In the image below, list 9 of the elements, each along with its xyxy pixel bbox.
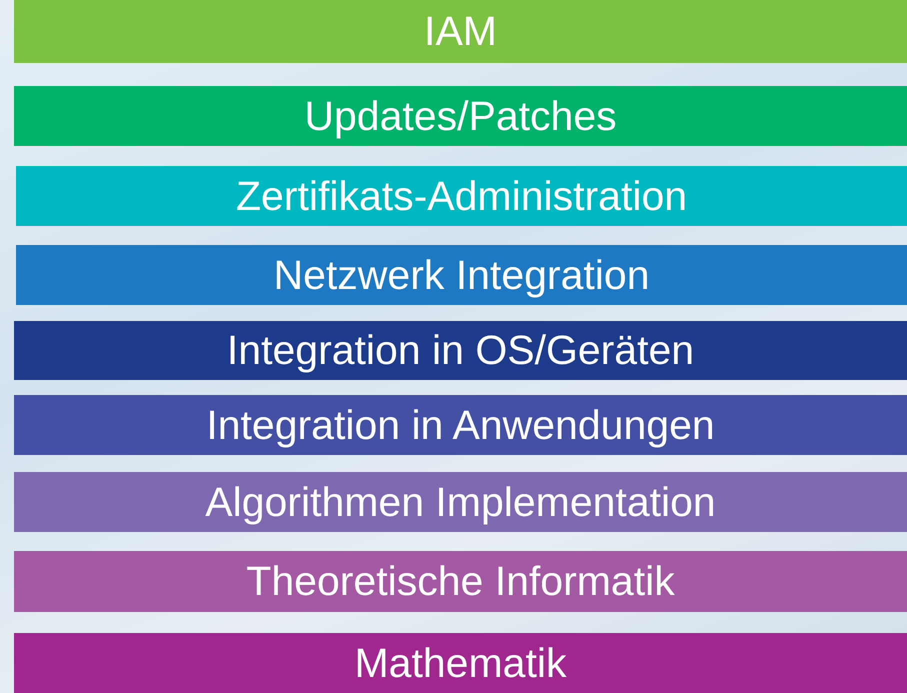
layer-bar: IAM [14,0,907,63]
layer-bar: Integration in Anwendungen [14,395,907,455]
layer-bar: Netzwerk Integration [16,245,907,305]
layer-bar: Algorithmen Implementation [14,472,907,532]
layer-bar: Integration in OS/Geräten [14,321,907,380]
layer-bar: Zertifikats-Administration [16,166,907,226]
layer-bar: Mathematik [14,633,907,693]
layer-bar: Updates/Patches [14,86,907,146]
layer-bar: Theoretische Informatik [14,551,907,612]
